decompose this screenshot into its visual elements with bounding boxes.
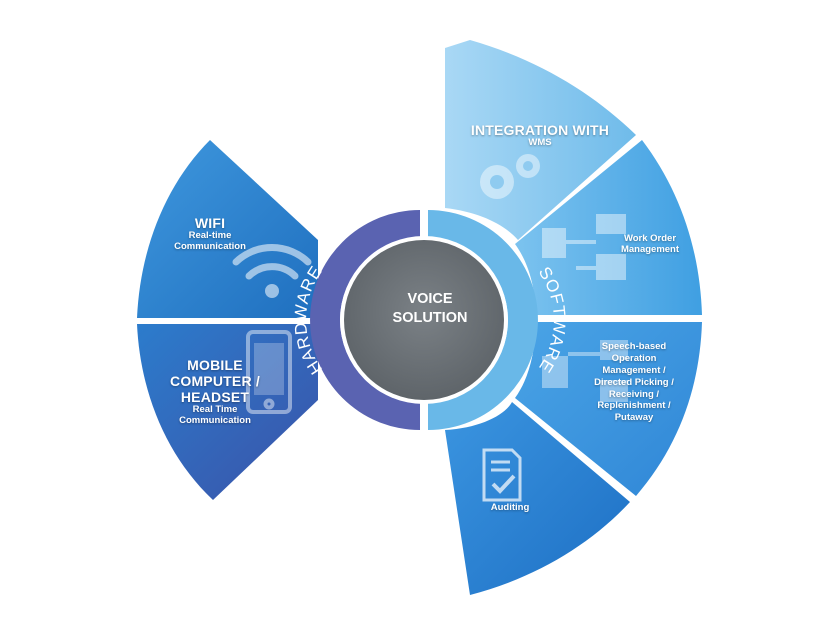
wifi-line2: Communication xyxy=(174,241,246,253)
auditing-text: Auditing xyxy=(490,502,530,513)
wifi-line1: Real-time xyxy=(188,230,232,242)
work-order-label: Work Order Management xyxy=(610,233,690,256)
center-title: VOICE SOLUTION xyxy=(370,290,490,328)
flowchart-icon xyxy=(542,214,626,280)
mobile-title-line3: HEADSET xyxy=(180,389,250,406)
wifi-icon xyxy=(232,244,312,298)
integration-segment xyxy=(445,40,636,240)
wifi-segment xyxy=(137,140,318,318)
speech-label: Speech-based Operation Management / Dire… xyxy=(578,341,690,424)
gears-icon xyxy=(480,154,540,199)
mobile-line1: Real Time xyxy=(192,404,238,416)
flowchart-icon xyxy=(542,340,628,402)
center-title-line2: SOLUTION xyxy=(392,309,468,326)
speech-line: Replenishment / xyxy=(597,400,671,412)
speech-segment xyxy=(515,322,702,496)
center-title-line1: VOICE xyxy=(407,291,453,307)
speech-line: Management / xyxy=(602,364,666,376)
speech-line: Speech-based xyxy=(601,341,667,352)
integration-title: INTEGRATION WITH xyxy=(470,122,610,138)
speech-line: Directed Picking / xyxy=(594,376,674,388)
hardware-ring xyxy=(310,210,420,430)
auditing-label: Auditing xyxy=(470,502,550,514)
wifi-label: WIFI Real-time Communication xyxy=(150,215,270,253)
mobile-label: MOBILE COMPUTER / HEADSET Real Time Comm… xyxy=(155,357,275,427)
mobile-title-line2: COMPUTER / xyxy=(170,373,260,390)
work-order-line2: Management xyxy=(620,243,680,255)
checklist-document-icon xyxy=(482,448,522,502)
smartphone-icon xyxy=(246,330,292,414)
integration-sub: WMS xyxy=(528,137,552,149)
speech-line: Operation xyxy=(611,352,657,364)
wifi-title: WIFI xyxy=(194,215,226,231)
mobile-segment xyxy=(137,324,318,500)
speech-line: Receiving / xyxy=(608,388,660,400)
integration-label: INTEGRATION WITH WMS xyxy=(465,122,615,149)
work-order-line1: Work Order xyxy=(623,233,677,244)
mobile-line2: Communication xyxy=(179,415,251,427)
speech-line: Putaway xyxy=(614,412,654,424)
mobile-title-line1: MOBILE xyxy=(187,357,243,373)
work-order-segment xyxy=(515,140,702,315)
software-ring xyxy=(428,210,538,430)
